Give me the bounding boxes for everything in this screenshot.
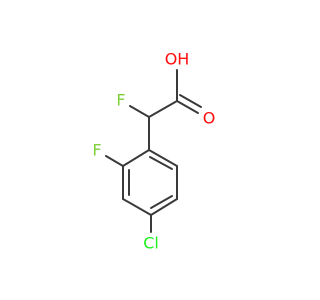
carbonyl-oxygen-label: O — [203, 109, 216, 128]
bond-alpha-carbon-carboxyl-carbon — [148, 100, 178, 118]
hydroxyl-label: OH — [165, 50, 190, 69]
ring-fluorine-label: F — [92, 141, 101, 160]
bond-carboxyl-carbon-carbonyl-oxygen — [176, 100, 199, 114]
ring-double-bond-c6-c1 — [149, 156, 173, 170]
ring-bond-c3-c4 — [122, 198, 152, 216]
ring-bond-c1-c2 — [122, 149, 150, 167]
bond-layer — [105, 69, 202, 233]
alpha-fluorine-label: F — [116, 91, 125, 110]
ring-bond-c6-c1 — [148, 149, 178, 167]
molecule-structure: OH O F F Cl — [92, 50, 215, 253]
bond-carbonyl-double-second-line — [179, 94, 202, 108]
atom-label-layer: OH O F F Cl — [92, 50, 215, 253]
bond-c2-ring-fluorine — [105, 155, 124, 167]
ring-bond-c4-c5 — [150, 198, 178, 216]
bond-alpha-carbon-alpha-fluorine — [129, 105, 150, 118]
chlorine-label: Cl — [143, 234, 159, 253]
ring-double-bond-c4-c5 — [150, 195, 173, 209]
